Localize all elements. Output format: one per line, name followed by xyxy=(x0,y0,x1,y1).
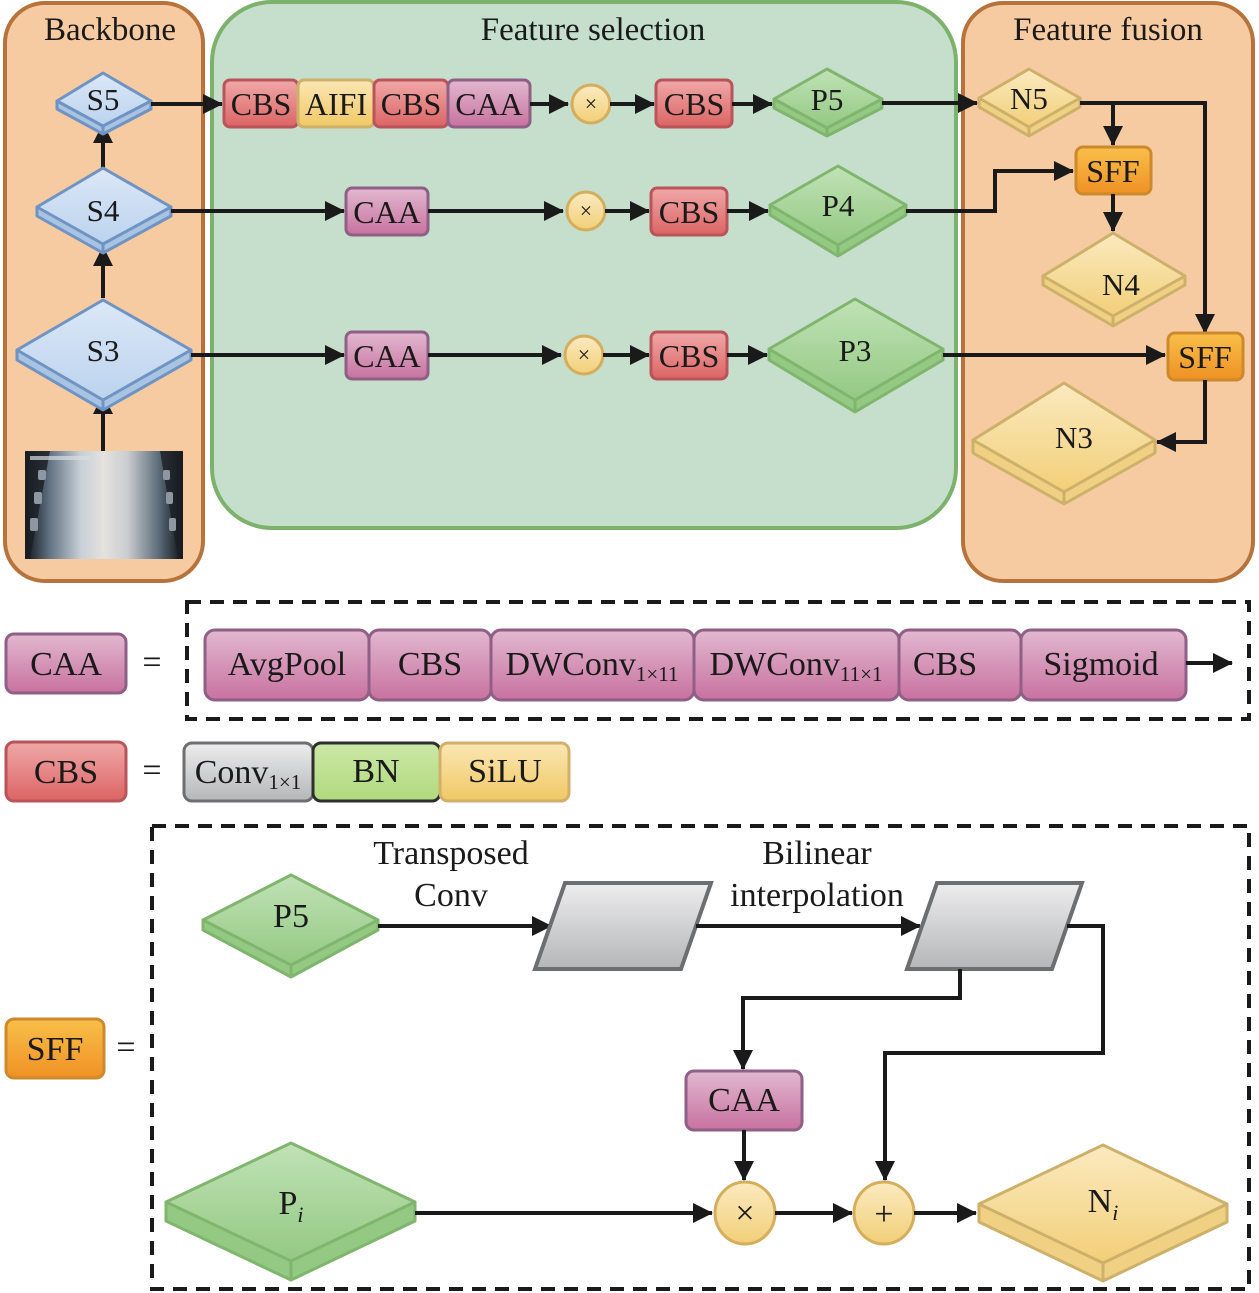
ni-node xyxy=(977,1143,1229,1283)
top-cbs-2-label: CBS xyxy=(381,86,441,122)
arrow-feature2-to-caa xyxy=(733,969,962,1070)
sff-p5-label: P5 xyxy=(273,898,309,935)
caa-block-avgpool-label: AvgPool xyxy=(228,646,346,683)
sff-plus-symbol: + xyxy=(874,1196,893,1233)
transposed-conv-label-line1: Transposed xyxy=(373,835,529,872)
p3-label: P3 xyxy=(839,333,872,368)
caa-legend-key xyxy=(4,632,128,695)
feature-selection-panel xyxy=(210,0,958,530)
bilinear-label-line2: interpolation xyxy=(730,877,904,914)
arrow-feature2-to-plus xyxy=(875,924,1105,1181)
arrow-n5-to-sff-bottom xyxy=(1080,101,1215,334)
s5-label: S5 xyxy=(87,82,120,117)
pi-label: Pi xyxy=(278,1185,303,1227)
mid-multiply-symbol: × xyxy=(580,198,592,223)
caa-block-sigmoid-label: Sigmoid xyxy=(1043,646,1158,683)
sff-multiply-symbol: × xyxy=(735,1195,754,1232)
n5-label: N5 xyxy=(1010,81,1048,116)
s4-node xyxy=(35,166,173,255)
p5-node xyxy=(772,67,884,138)
bilinear-label-line1: Bilinear xyxy=(762,835,872,872)
sff-bottom-label: SFF xyxy=(1178,339,1231,375)
top-cbs-3-label: CBS xyxy=(664,86,724,122)
top-cbs-1-label: CBS xyxy=(231,86,291,122)
ni-label: Ni xyxy=(1088,1183,1119,1225)
sff-legend-key xyxy=(4,1017,106,1080)
p5-label: P5 xyxy=(811,82,844,117)
cbs-block-conv-label: Conv1×1 xyxy=(195,754,302,794)
s4-label: S4 xyxy=(87,193,120,228)
feature-map-2 xyxy=(904,881,1085,971)
sff-top-label: SFF xyxy=(1086,153,1139,189)
transposed-conv-label-line2: Conv xyxy=(414,877,488,914)
backbone-title: Backbone xyxy=(44,12,176,48)
caa-block-dwconv-1x11-label: DWConv1×11 xyxy=(506,646,679,686)
s3-node xyxy=(15,298,193,412)
mid-cbs-label: CBS xyxy=(659,194,719,230)
p4-node xyxy=(768,164,908,258)
arrow-sff-to-n3 xyxy=(1156,380,1207,452)
pi-node xyxy=(164,1141,417,1282)
sff-equals: = xyxy=(116,1029,135,1066)
caa-block-dwconv-11x1-label: DWConv11×1 xyxy=(710,646,883,686)
cbs-block-silu xyxy=(438,741,571,803)
cbs-block-silu-label: SiLU xyxy=(468,753,542,790)
cbs-legend-key-label: CBS xyxy=(34,754,98,791)
sff-p5-node xyxy=(201,873,380,979)
p4-label: P4 xyxy=(822,188,855,223)
cbs-legend-key xyxy=(4,740,128,803)
sff-legend-key-label: SFF xyxy=(27,1031,84,1068)
sff-caa-label: CAA xyxy=(708,1082,780,1119)
n3-node xyxy=(971,381,1157,506)
bot-multiply-symbol: × xyxy=(578,342,590,367)
caa-definition-box xyxy=(185,600,1251,721)
sff-definition-box xyxy=(150,824,1251,1291)
caa-block-cbs-1-label: CBS xyxy=(398,646,462,683)
s3-label: S3 xyxy=(87,333,120,368)
top-caa-label: CAA xyxy=(455,86,523,122)
n4-node xyxy=(1041,231,1187,328)
cbs-equals: = xyxy=(142,752,161,789)
n5-node xyxy=(977,67,1082,138)
top-multiply-symbol: × xyxy=(585,91,597,116)
n3-label: N3 xyxy=(1055,420,1093,455)
bot-cbs-label: CBS xyxy=(659,338,719,374)
p3-node xyxy=(767,297,945,414)
arrow-p4-to-sff-top xyxy=(906,161,1074,213)
caa-legend-key-label: CAA xyxy=(30,646,102,683)
mid-caa-label: CAA xyxy=(353,194,421,230)
feature-selection-title: Feature selection xyxy=(481,12,706,48)
cbs-block-bn-label: BN xyxy=(352,753,399,790)
input-image xyxy=(25,451,183,559)
feature-fusion-title: Feature fusion xyxy=(1013,12,1203,48)
top-aifi-label: AIFI xyxy=(305,86,367,122)
bot-caa-label: CAA xyxy=(353,338,421,374)
n4-label: N4 xyxy=(1102,267,1140,302)
caa-block-cbs-2-label: CBS xyxy=(913,646,977,683)
s5-node xyxy=(55,71,153,136)
feature-map-1 xyxy=(532,881,714,971)
caa-equals: = xyxy=(142,644,161,681)
